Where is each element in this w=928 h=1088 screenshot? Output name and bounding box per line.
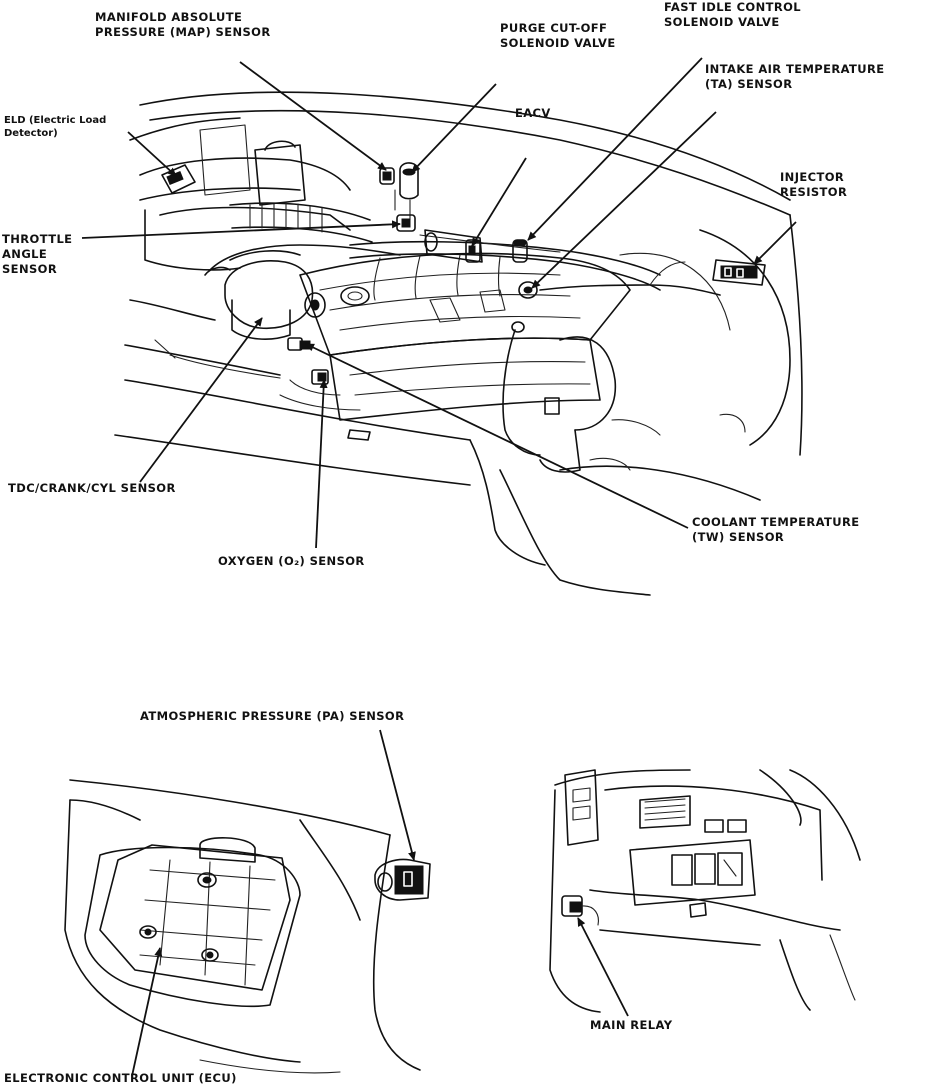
injector-resistor-label: INJECTOR RESISTOR [780,170,848,199]
ecu-illustration [64,779,431,1074]
main-relay-illustration [549,769,861,1013]
coolant-temp-label: COOLANT TEMPERATURE (TW) SENSOR [692,515,860,544]
pa-sensor-label: ATMOSPHERIC PRESSURE (PA) SENSOR [140,709,405,723]
oxygen-sensor-label: OXYGEN (O₂) SENSOR [218,554,365,568]
ecu-label: ELECTRONIC CONTROL UNIT (ECU) [4,1071,237,1085]
map-sensor-label: MANIFOLD ABSOLUTE PRESSURE (MAP) SENSOR [95,10,271,39]
fast-idle-valve-label: FAST IDLE CONTROL SOLENOID VALVE [664,0,802,29]
main-relay-label: MAIN RELAY [590,1018,673,1032]
engine-bay-illustration [114,91,803,596]
tdc-crank-cyl-label: TDC/CRANK/CYL SENSOR [8,481,176,495]
leader-lines [81,57,797,1077]
throttle-angle-label: THROTTLE ANGLE SENSOR [2,232,73,276]
eacv-label: EACV [515,106,551,120]
purge-valve-label: PURGE CUT-OFF SOLENOID VALVE [500,21,616,50]
eld-label: ELD (Electric Load Detector) [4,115,107,139]
intake-air-temp-label: INTAKE AIR TEMPERATURE (TA) SENSOR [705,62,885,91]
